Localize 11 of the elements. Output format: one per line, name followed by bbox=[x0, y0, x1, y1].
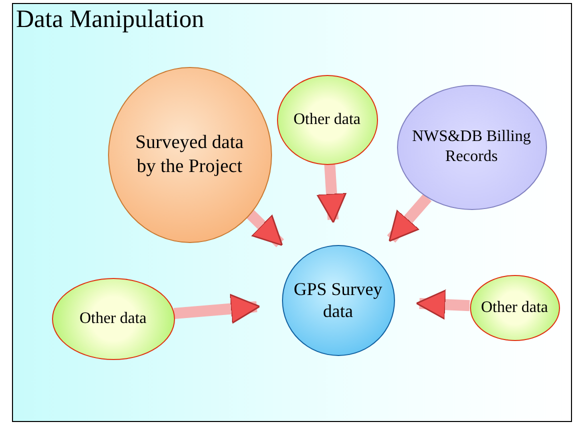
node-label: Other data bbox=[480, 298, 550, 318]
node-label: Other data bbox=[78, 308, 148, 328]
block-arrow bbox=[246, 210, 284, 248]
node-label: Surveyed data by the Project bbox=[134, 130, 245, 178]
block-arrow bbox=[387, 194, 432, 243]
diagram-title: Data Manipulation bbox=[16, 6, 204, 34]
node-label: GPS Survey data bbox=[292, 278, 384, 322]
block-arrow bbox=[316, 164, 347, 224]
node-label: Other data bbox=[292, 110, 362, 130]
block-arrow bbox=[416, 290, 470, 320]
node-label: NWS&DB Billing Records bbox=[411, 127, 532, 167]
